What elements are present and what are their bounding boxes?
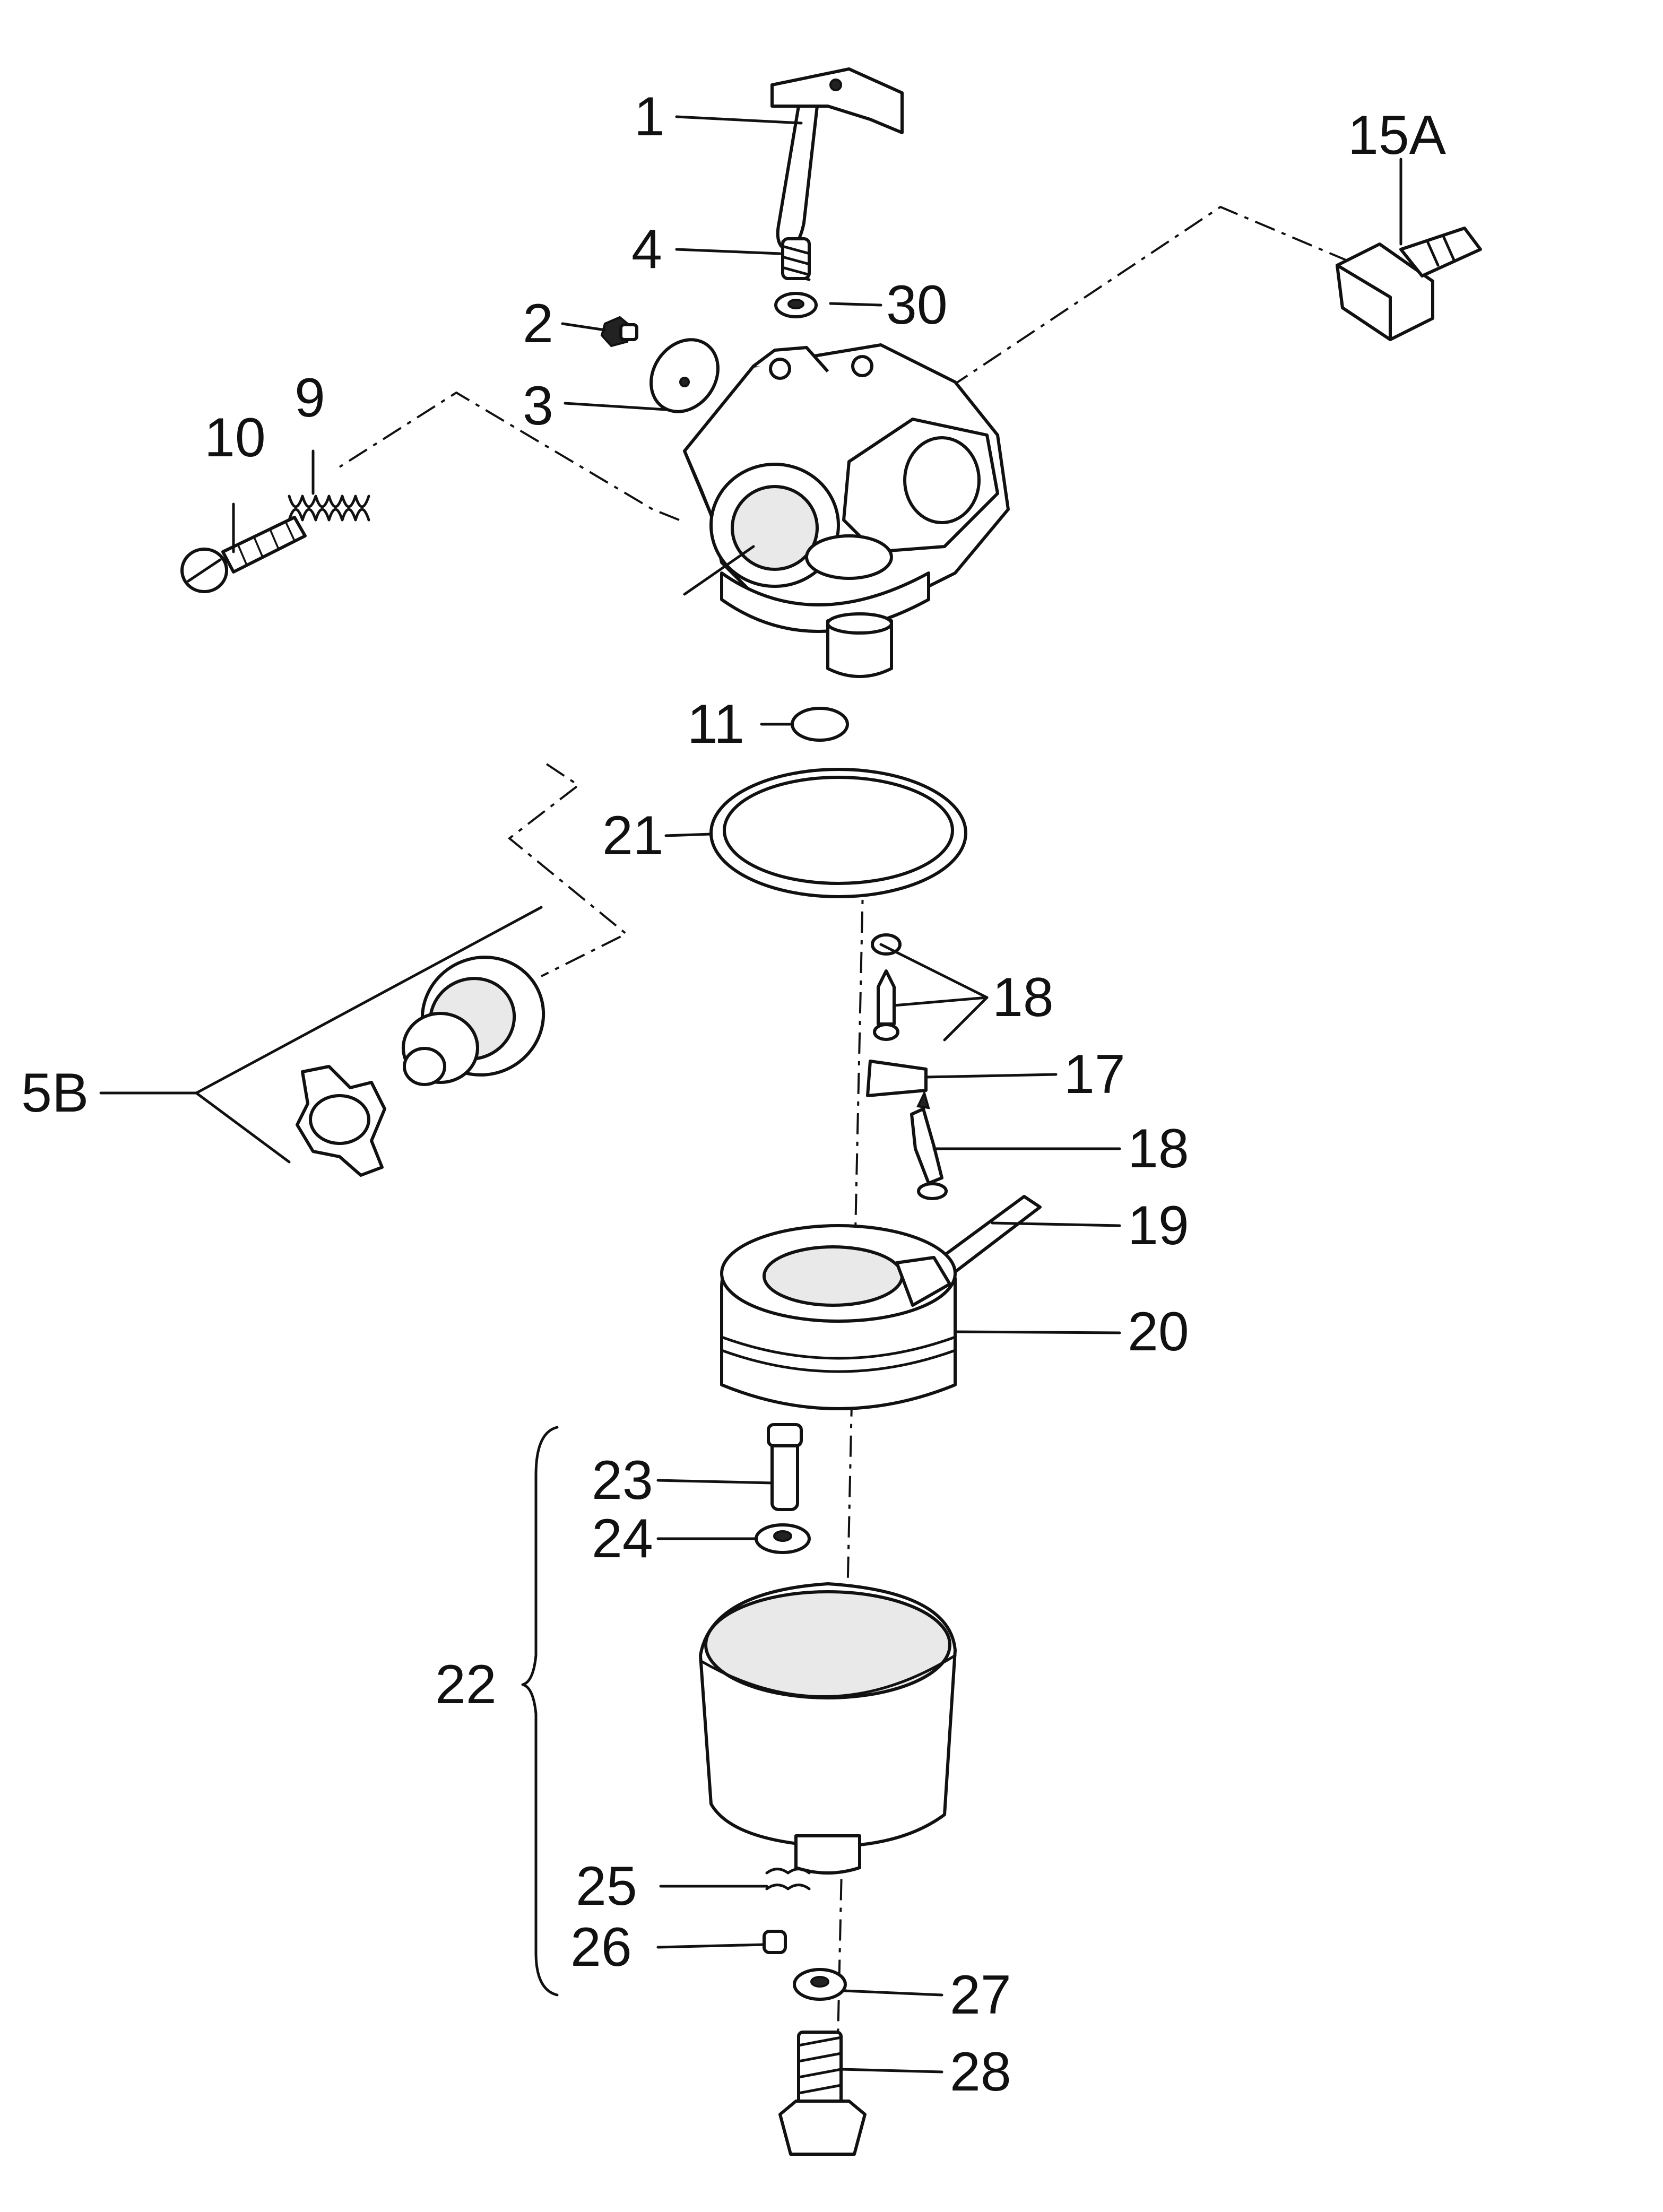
callout-5B: 5B [21,1062,89,1124]
callout-24: 24 [592,1508,653,1569]
callout-11: 11 [687,693,744,755]
callout-20: 20 [1128,1301,1189,1363]
bowl-screw-23 [767,1423,803,1511]
screw-2 [600,316,638,348]
carburetor-body [683,343,1010,678]
callout-17: 17 [1064,1044,1125,1105]
callout-1: 1 [634,86,665,148]
callout-25: 25 [576,1855,637,1917]
callout-30: 30 [886,274,948,336]
callout-3: 3 [523,375,553,437]
washer-30 [774,292,818,318]
spring-25 [765,1868,811,1890]
callout-23: 23 [592,1450,653,1511]
callout-22: 22 [435,1654,497,1715]
callout-27: 27 [950,1964,1011,2026]
primer-bulb-5B [296,956,545,1177]
seal-11 [791,707,849,742]
float-20 [720,1224,957,1410]
throttle-plate-3 [649,338,720,413]
needle-18b [910,1090,948,1200]
callout-labels: 1 4 30 2 3 10 9 15A 11 21 5B 18 17 18 19… [21,86,1447,2103]
dash-dot-guides [339,205,1359,2139]
callout-4: 4 [631,219,662,280]
bowl-nut-28 [778,2031,867,2156]
throttle-spring [781,237,811,281]
leader-lines [99,115,1402,2074]
ball-26 [763,1930,787,1954]
throttle-lever [770,67,904,251]
float-bowl-22 [699,1582,957,1875]
idle-screw-10 [180,516,307,593]
callout-26: 26 [570,1916,632,1978]
callout-21: 21 [602,805,664,866]
washer-24 [755,1523,811,1554]
fuel-fitting-15A [1336,227,1482,341]
gasket-ring-21 [709,768,967,898]
callout-10: 10 [204,407,266,469]
callout-9: 9 [295,367,325,429]
idle-spring-9 [288,495,370,522]
clip-17 [866,1060,928,1097]
callout-2: 2 [523,293,553,354]
washer-27 [793,1968,847,2001]
callout-28: 28 [950,2041,1011,2103]
callout-19: 19 [1128,1195,1189,1256]
callout-18-lower: 18 [1128,1118,1189,1179]
callout-18-upper: 18 [992,967,1054,1028]
callout-15A: 15A [1348,105,1447,166]
